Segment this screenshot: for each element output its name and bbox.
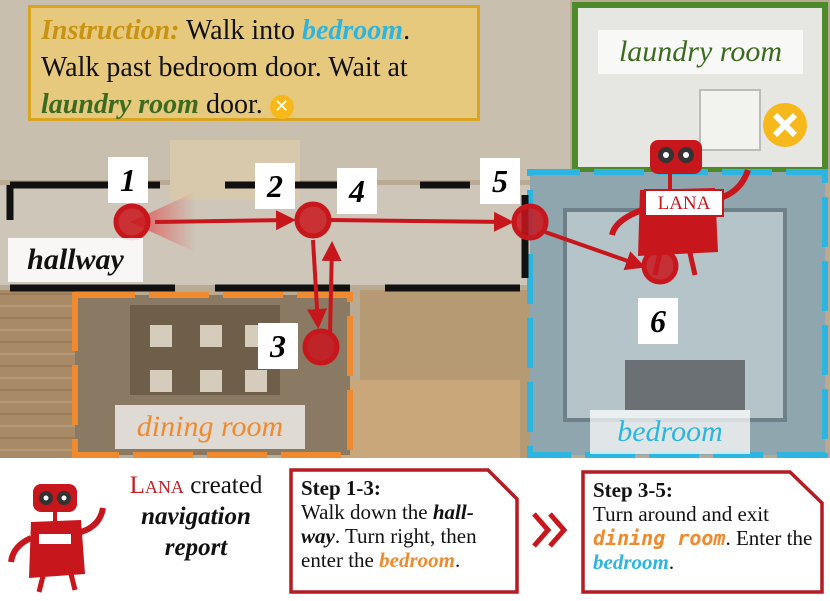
instruction-room-laundry: laundry room xyxy=(41,89,199,120)
report-word: report xyxy=(164,534,228,561)
waypoint-number-2: 2 xyxy=(255,163,295,209)
robot-sign: LANA xyxy=(658,193,711,214)
step1-kw-bedroom: bedroom xyxy=(379,548,455,572)
report-navigation: navigation xyxy=(141,503,251,530)
step2-kw-dining: dining room xyxy=(593,526,726,550)
lana-robot-icon xyxy=(8,484,106,593)
step-card-1-frame xyxy=(289,468,519,594)
instruction-text-3: door. xyxy=(198,89,263,120)
report-lana: Lana xyxy=(129,472,184,499)
report-created: created xyxy=(183,472,263,499)
step-card-2: Step 3-5: Turn around and exit dining ro… xyxy=(585,472,823,580)
step2-kw-bedroom: bedroom xyxy=(593,550,669,574)
step-card-1-title: Step 1-3: xyxy=(301,476,381,500)
step-card-2-title: Step 3-5: xyxy=(593,478,673,502)
instruction-box: Instruction: Walk into bedroom. Walk pas… xyxy=(28,5,480,121)
instruction-room-bedroom: bedroom xyxy=(301,15,404,46)
waypoint-number-4: 4 xyxy=(337,168,377,214)
step2-text-3: . xyxy=(668,550,675,574)
instruction-heading: Instruction: xyxy=(41,15,180,46)
step-card-1: Step 1-3: Walk down the hall-way. Turn r… xyxy=(293,470,517,578)
hallway-label: hallway xyxy=(8,238,143,282)
dining-room-label: dining room xyxy=(115,405,305,449)
step2-text-1: Turn around and exit xyxy=(593,502,769,526)
step1-text-2: . Turn right, then enter the xyxy=(301,524,477,572)
waypoint-number-6: 6 xyxy=(638,298,678,344)
instruction-text-1: Walk into xyxy=(179,15,302,46)
step1-kw-hallway: hall-way xyxy=(301,500,474,548)
step-card-2-frame xyxy=(581,470,824,594)
step2-text-2: . Enter the xyxy=(725,526,813,550)
waypoint-number-3: 3 xyxy=(258,323,298,369)
waypoint-number-1: 1 xyxy=(108,157,148,203)
bedroom-label: bedroom xyxy=(590,410,750,454)
report-caption: Lana created navigation report xyxy=(110,470,282,563)
step1-text-1: Walk down the xyxy=(301,500,433,524)
instruction-text-2: . Walk past bedroom door. Wait at xyxy=(41,15,411,83)
goal-marker-icon: ✕ xyxy=(269,94,294,119)
laundry-room-label: laundry room xyxy=(598,30,803,74)
step1-text-3: . xyxy=(454,548,461,572)
double-chevron-icon xyxy=(532,512,568,548)
waypoint-number-5: 5 xyxy=(480,158,520,204)
